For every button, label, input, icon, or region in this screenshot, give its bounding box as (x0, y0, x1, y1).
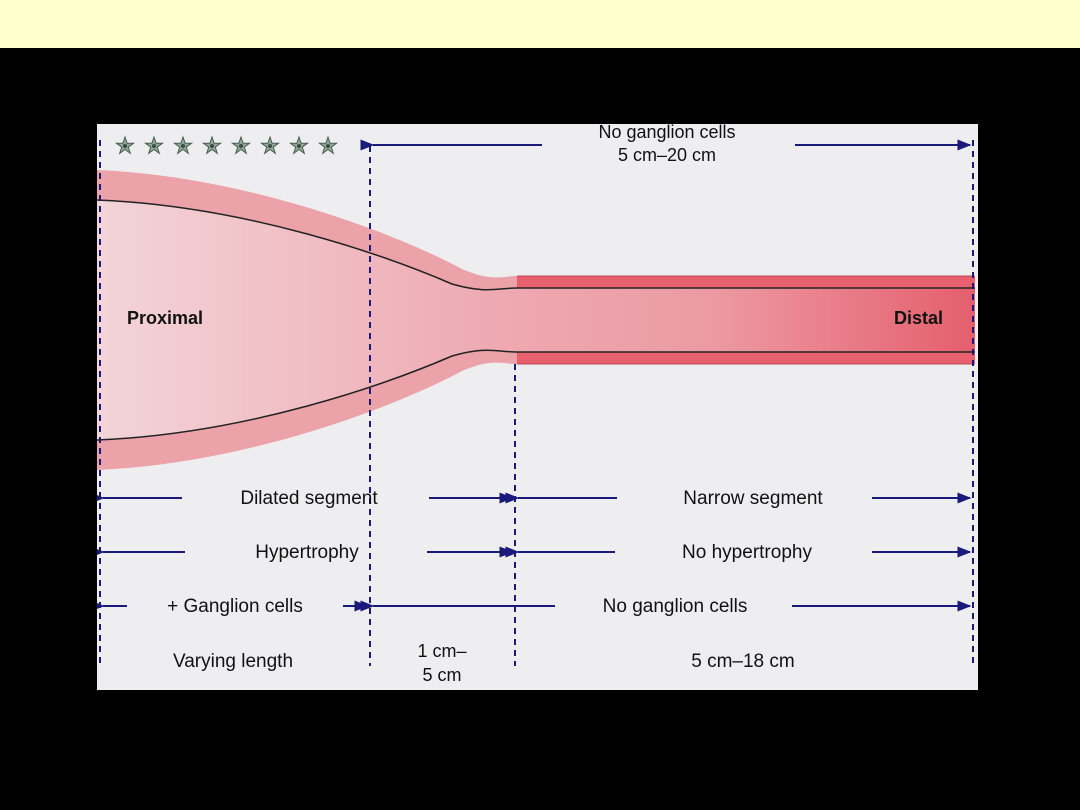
distal-label: Distal (894, 308, 943, 328)
ganglion-cell-nucleus (210, 144, 214, 148)
top-label-line1: No ganglion cells (598, 124, 735, 142)
ganglion-cell-nucleus (123, 144, 127, 148)
ganglion-cell-nucleus (239, 144, 243, 148)
plus-ganglion-label: + Ganglion cells (167, 596, 303, 617)
bowel-lumen (97, 200, 975, 440)
hypertrophy-label: Hypertrophy (255, 542, 359, 563)
middle-length-line1: 1 cm– (417, 641, 466, 661)
distal-wall-top (517, 276, 975, 288)
ganglion-cell-nucleus (326, 144, 330, 148)
lumen-line-top (97, 199, 975, 291)
hirschsprung-diagram: No ganglion cells 5 cm–20 cm Proximal Di… (97, 124, 978, 690)
varying-length-label: Varying length (173, 651, 293, 672)
no-ganglion-label: No ganglion cells (603, 596, 748, 617)
ganglion-cell-icons (114, 135, 339, 155)
dilated-segment-label: Dilated segment (240, 488, 378, 509)
distal-length-label: 5 cm–18 cm (691, 651, 794, 672)
ganglion-cell-nucleus (152, 144, 156, 148)
lumen-line-bottom (97, 349, 975, 441)
ganglion-cell-nucleus (297, 144, 301, 148)
diagram-svg: No ganglion cells 5 cm–20 cm Proximal Di… (97, 124, 975, 685)
distal-wall-bottom (517, 352, 975, 364)
ganglion-cell-nucleus (181, 144, 185, 148)
narrow-segment-label: Narrow segment (683, 488, 823, 509)
top-label-line2: 5 cm–20 cm (618, 145, 716, 165)
ganglion-cell-nucleus (268, 144, 272, 148)
middle-length-line2: 5 cm (422, 665, 461, 685)
top-yellow-band (0, 0, 1080, 48)
no-hypertrophy-label: No hypertrophy (682, 542, 812, 563)
proximal-label: Proximal (127, 308, 203, 328)
